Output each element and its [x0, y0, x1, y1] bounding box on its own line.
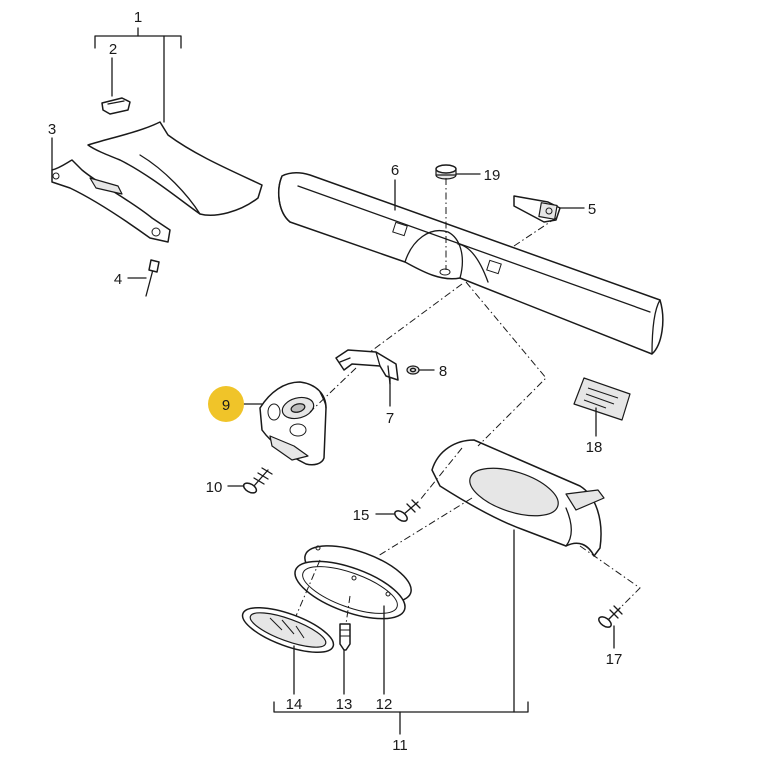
label-1: 1 — [134, 9, 142, 26]
part-9-switch-housing — [259, 381, 327, 466]
label-3: 3 — [48, 121, 56, 138]
part-2-clip — [101, 97, 131, 115]
part-labels: 1 2 3 4 6 19 5 8 7 9 18 10 15 17 14 13 1… — [48, 9, 623, 754]
label-5: 5 — [588, 201, 596, 218]
label-7: 7 — [386, 410, 394, 427]
label-17: 17 — [606, 651, 623, 668]
part-4-screw — [145, 259, 160, 297]
part-17-screw — [598, 605, 623, 628]
part-14-lens — [241, 606, 335, 654]
part-10-screw — [242, 467, 273, 494]
label-11: 11 — [392, 737, 408, 754]
part-12-lamp-housing — [294, 545, 412, 620]
assembly-lines — [295, 178, 641, 625]
part-6-crossmember-trim — [277, 172, 664, 355]
label-14: 14 — [286, 696, 303, 713]
label-19: 19 — [484, 167, 501, 184]
label-18: 18 — [586, 439, 603, 456]
part-1-pillar-trim — [87, 121, 263, 216]
part-13-bulb — [339, 623, 351, 651]
label-13: 13 — [336, 696, 353, 713]
label-10: 10 — [206, 479, 223, 496]
label-6: 6 — [391, 162, 399, 179]
label-12: 12 — [376, 696, 393, 713]
part-15-screw — [394, 499, 421, 522]
label-9: 9 — [222, 397, 230, 414]
part-18-label — [573, 377, 631, 421]
part-19-grommet — [435, 164, 457, 180]
part-5-bracket — [513, 195, 561, 223]
part-8-nut — [406, 365, 420, 375]
leader-lines — [51, 27, 615, 735]
label-4: 4 — [114, 271, 122, 288]
label-15: 15 — [353, 507, 370, 524]
part-3-side-trim — [51, 159, 171, 243]
label-2: 2 — [109, 41, 117, 58]
highlight-marker — [208, 386, 244, 422]
part-11-console-housing — [431, 439, 605, 557]
label-8: 8 — [439, 363, 447, 380]
